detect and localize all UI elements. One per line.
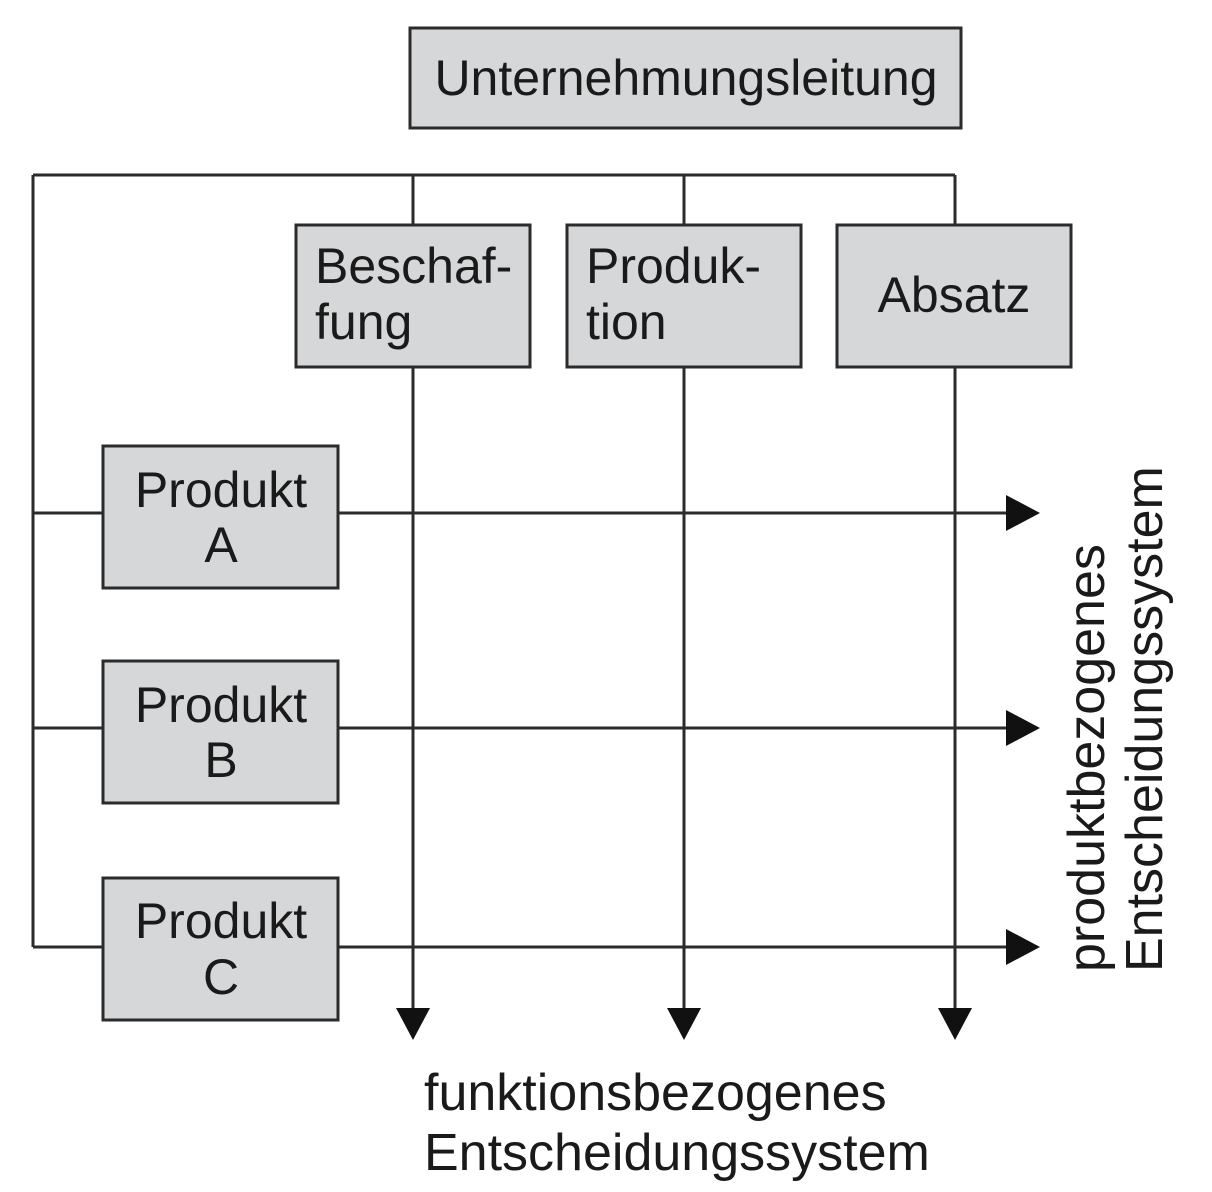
connector-lines: [31, 173, 1012, 1012]
axis-label-functional: funktionsbezogenes Entscheidungssystem: [424, 1064, 930, 1182]
box-produktion-rect: [565, 223, 803, 369]
axis-label-functional-line1: funktionsbezogenes: [424, 1064, 887, 1122]
box-absatz-rect: [835, 223, 1073, 369]
box-produktion-label-line2: tion: [586, 294, 667, 350]
box-produkt-c: Produkt C: [101, 876, 340, 1022]
box-produkt-a-label-line2: A: [204, 517, 238, 573]
box-beschaffung-label-line2: fung: [315, 294, 412, 350]
box-unternehmungsleitung: Unternehmungsleitung: [408, 26, 963, 130]
box-produktion: Produk- tion: [565, 223, 803, 369]
box-produkt-b-rect: [101, 659, 340, 805]
box-absatz-label: Absatz: [878, 267, 1031, 323]
axis-label-product: produktbezogenes Entscheidungssystem: [1058, 466, 1174, 972]
arrowheads: [396, 495, 1040, 1040]
box-produkt-c-label-line2: C: [203, 949, 239, 1005]
box-produkt-a-rect: [101, 444, 340, 590]
arrowhead-right-a: [1006, 495, 1040, 531]
box-produkt-b: Produkt B: [101, 659, 340, 805]
box-produkt-b-label-line1: Produkt: [135, 677, 307, 733]
box-produkt-c-rect: [101, 876, 340, 1022]
box-absatz: Absatz: [835, 223, 1073, 369]
box-produkt-a: Produkt A: [101, 444, 340, 590]
box-beschaffung: Beschaf- fung: [294, 223, 532, 369]
arrowhead-down-absatz: [938, 1008, 972, 1040]
arrowhead-down-produktion: [667, 1008, 701, 1040]
box-unternehmungsleitung-label: Unternehmungsleitung: [434, 50, 937, 106]
box-produkt-a-label-line1: Produkt: [135, 462, 307, 518]
arrowhead-right-b: [1006, 710, 1040, 746]
box-produktion-label-line1: Produk-: [586, 238, 761, 294]
box-beschaffung-label-line1: Beschaf-: [315, 238, 512, 294]
axis-label-product-line1: produktbezogenes: [1058, 544, 1116, 972]
axis-label-functional-line2: Entscheidungssystem: [424, 1124, 930, 1182]
axis-label-product-line2: Entscheidungssystem: [1116, 466, 1174, 972]
box-unternehmungsleitung-rect: [408, 26, 963, 130]
box-beschaffung-rect: [294, 223, 532, 369]
box-produkt-b-label-line2: B: [204, 732, 237, 788]
arrowhead-right-c: [1006, 929, 1040, 965]
arrowhead-down-beschaffung: [396, 1008, 430, 1040]
box-produkt-c-label-line1: Produkt: [135, 893, 307, 949]
